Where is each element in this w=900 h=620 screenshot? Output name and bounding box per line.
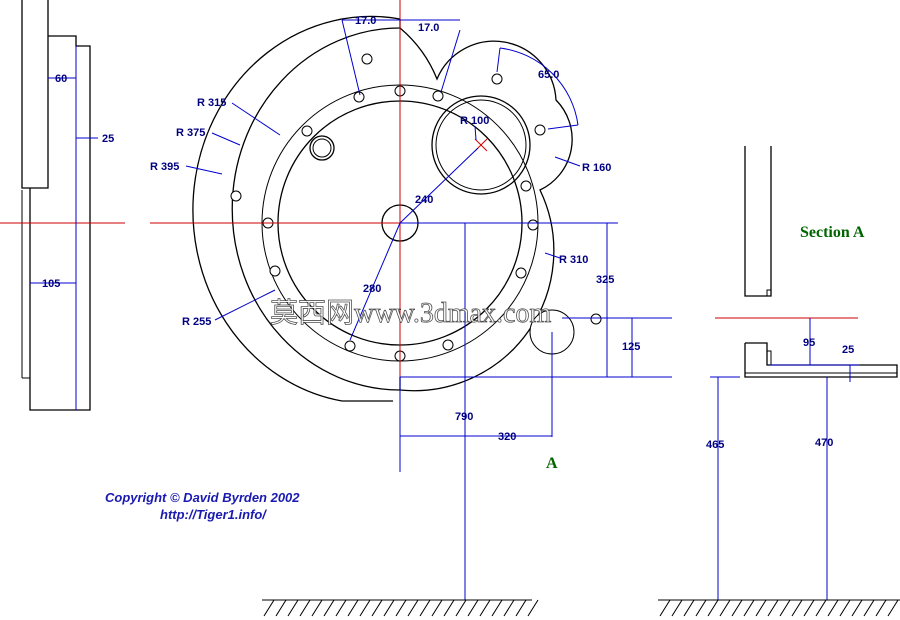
ground-hatch-line [287,599,299,617]
ground-hatch-line [839,599,851,617]
dim-790: 790 [455,411,473,423]
ground-hatch-line [263,599,275,617]
dim-320: 320 [498,431,516,443]
section-a-view [658,146,900,617]
ground-hatch-line [695,599,707,617]
ground-hatch-line [527,599,539,617]
ground-hatch-line [815,599,827,617]
ground-hatch-line [755,599,767,617]
dim-325: 325 [596,274,614,286]
watermark: 莫西网www.3dmax.com [270,297,551,329]
flange-plate [192,15,573,402]
copyright-url: http://Tiger1.info/ [160,507,267,522]
ground-hatch-line [395,599,407,617]
ground-hatch-line [671,599,683,617]
dim-105: 105 [42,278,60,290]
dim-r315: R 315 [197,97,226,109]
ground-hatch-line [791,599,803,617]
ground-hatch-line [683,599,695,617]
ground-hatch-line [323,599,335,617]
dim-25-left: 25 [102,133,114,145]
ground-hatch-line [443,599,455,617]
ground-hatch-line [335,599,347,617]
ground-hatch-line [467,599,479,617]
dim-95: 95 [803,337,815,349]
ground-hatch-line [455,599,467,617]
dim-17-right: 17.0 [418,22,439,34]
ground-hatch-line [275,599,287,617]
ground-hatch-line [827,599,839,617]
ground-main [262,599,539,617]
section-a-title: Section A [800,224,865,241]
ground-hatch-line [659,599,671,617]
dim-280: 280 [363,283,381,295]
ground-hatch-line [743,599,755,617]
ground-hatch-line [719,599,731,617]
ground-hatch-line [887,599,899,617]
dim-17-left: 17.0 [355,15,376,27]
ground-hatch-line [767,599,779,617]
dim-r255: R 255 [182,316,211,328]
ground-hatch-line [311,599,323,617]
ground-hatch-line [731,599,743,617]
section-a-marker: A [546,455,558,472]
copyright-text: Copyright © David Byrden 2002 [105,490,300,505]
dim-125: 125 [622,341,640,353]
ground-hatch-line [407,599,419,617]
ground-hatch-line [875,599,887,617]
dim-60: 60 [55,73,67,85]
dim-65: 65.0 [538,69,559,81]
ground-hatch-line [431,599,443,617]
dim-240: 240 [415,194,433,206]
ground-hatch-line [371,599,383,617]
ground-hatch-line [863,599,875,617]
ground-hatch-line [491,599,503,617]
dim-465: 465 [706,439,724,451]
ground-hatch-line [359,599,371,617]
ground-hatch-line [707,599,719,617]
dim-r310: R 310 [559,254,588,266]
ground-hatch-line [419,599,431,617]
ground-hatch-line [515,599,527,617]
ground-hatch-line [779,599,791,617]
ground-hatch-line [299,599,311,617]
side-profile [0,0,125,411]
dim-25-right: 25 [842,344,854,356]
ground-hatch-line [851,599,863,617]
dim-r375: R 375 [176,127,205,139]
dim-r395: R 395 [150,161,179,173]
ground-hatch-line [479,599,491,617]
dim-r100: R 100 [460,115,489,127]
ground-hatch-line [347,599,359,617]
ground-hatch-line [803,599,815,617]
ground-hatch-line [383,599,395,617]
dim-470: 470 [815,437,833,449]
bolt-holes [230,53,602,362]
ground-hatch-line [503,599,515,617]
dim-r160: R 160 [582,162,611,174]
plate-dimensions [185,19,672,600]
